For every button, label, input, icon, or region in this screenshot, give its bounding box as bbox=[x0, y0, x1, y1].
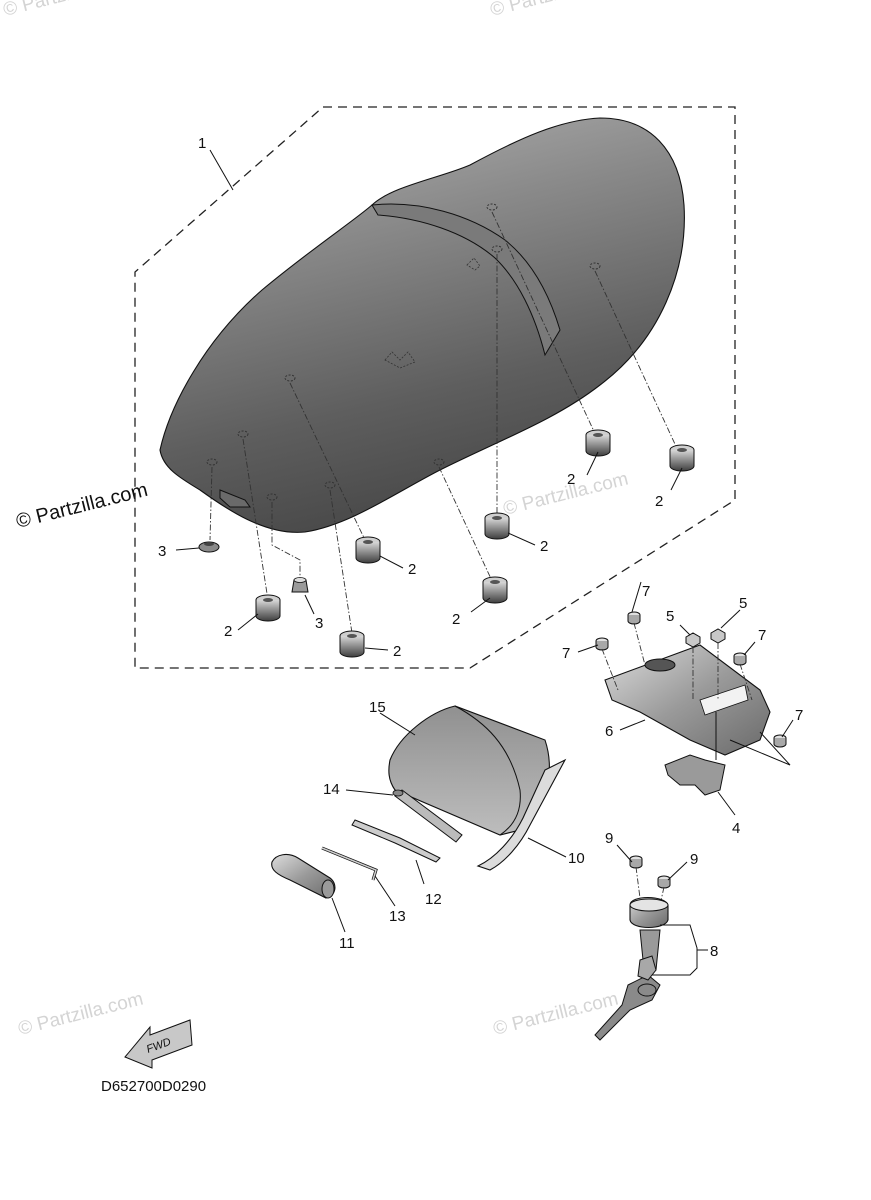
callout-7: 7 bbox=[795, 707, 803, 724]
watermark-text: © Partzilla.com bbox=[488, 0, 617, 21]
bolt-icon[interactable] bbox=[595, 637, 609, 651]
damper-rubber[interactable] bbox=[339, 630, 365, 658]
watermark-text: © Partzilla.com bbox=[501, 469, 630, 520]
damper-rubber[interactable] bbox=[355, 536, 381, 564]
callout-3: 3 bbox=[158, 543, 166, 560]
nut[interactable] bbox=[685, 632, 701, 648]
tool-kit bbox=[271, 789, 463, 899]
callout-2: 2 bbox=[393, 643, 401, 660]
seat-assembly[interactable] bbox=[159, 117, 685, 533]
callout-10: 10 bbox=[568, 850, 585, 867]
nut[interactable] bbox=[710, 628, 726, 644]
grommet[interactable] bbox=[198, 541, 220, 553]
watermark-text: © Partzilla.com bbox=[1, 0, 130, 21]
damper-rubber[interactable] bbox=[482, 576, 508, 604]
callout-6: 6 bbox=[605, 723, 613, 740]
key[interactable] bbox=[637, 955, 657, 981]
callout-11: 11 bbox=[339, 935, 355, 952]
screwdriver[interactable] bbox=[351, 819, 441, 863]
callout-8: 8 bbox=[710, 943, 718, 960]
callout-2: 2 bbox=[408, 561, 416, 578]
bolt-icon[interactable] bbox=[627, 611, 641, 625]
seat-assembly-boundary bbox=[134, 106, 736, 669]
callout-4: 4 bbox=[732, 820, 740, 837]
lock-set[interactable] bbox=[594, 855, 671, 1041]
callout-5: 5 bbox=[739, 595, 747, 612]
seat-damper-rubbers bbox=[198, 429, 695, 658]
hex-wrench[interactable] bbox=[321, 846, 378, 881]
handle[interactable] bbox=[271, 853, 336, 899]
seat-body bbox=[159, 117, 685, 533]
callout-13: 13 bbox=[389, 908, 406, 925]
callout-2: 2 bbox=[567, 471, 575, 488]
callout-2: 2 bbox=[540, 538, 548, 555]
tool-holder[interactable] bbox=[392, 789, 463, 843]
callout-12: 12 bbox=[425, 891, 442, 908]
callout-labels: 1 2 2 2 2 2 2 2 3 3 4 5 5 6 7 7 7 7 8 9 … bbox=[158, 135, 803, 960]
callout-7: 7 bbox=[562, 645, 570, 662]
damper-rubber[interactable] bbox=[484, 512, 510, 540]
grommet[interactable] bbox=[291, 577, 309, 593]
callout-5: 5 bbox=[666, 608, 674, 625]
fwd-arrow: FWD bbox=[124, 1019, 193, 1069]
watermark-text: © Partzilla.com bbox=[16, 989, 145, 1040]
seat-strap bbox=[371, 203, 561, 357]
seat-lock-bracket-group[interactable] bbox=[595, 611, 791, 796]
seat-lock-hook[interactable] bbox=[664, 754, 726, 796]
callout-7: 7 bbox=[642, 583, 650, 600]
damper-rubber[interactable] bbox=[669, 444, 695, 472]
partzilla-watermark-main: © Partzilla.com bbox=[14, 479, 150, 533]
damper-rubber[interactable] bbox=[255, 594, 281, 622]
callout-9: 9 bbox=[690, 851, 698, 868]
bolt-icon[interactable] bbox=[773, 734, 787, 748]
callout-1: 1 bbox=[198, 135, 206, 152]
callout-9: 9 bbox=[605, 830, 613, 847]
seat-underside bbox=[219, 489, 251, 508]
diagram-code: D652700D0290 bbox=[101, 1078, 206, 1095]
callout-2: 2 bbox=[452, 611, 460, 628]
key[interactable] bbox=[594, 974, 661, 1041]
leader-lines bbox=[175, 149, 794, 976]
callout-2: 2 bbox=[655, 493, 663, 510]
bolt-icon[interactable] bbox=[657, 875, 671, 889]
callout-15: 15 bbox=[369, 699, 386, 716]
assembly-lines bbox=[209, 211, 681, 634]
callout-3: 3 bbox=[315, 615, 323, 632]
seat-lock-bracket bbox=[604, 644, 771, 756]
helmet-band[interactable] bbox=[476, 758, 567, 871]
callout-14: 14 bbox=[323, 781, 340, 798]
callout-2: 2 bbox=[224, 623, 232, 640]
callout-7: 7 bbox=[758, 627, 766, 644]
